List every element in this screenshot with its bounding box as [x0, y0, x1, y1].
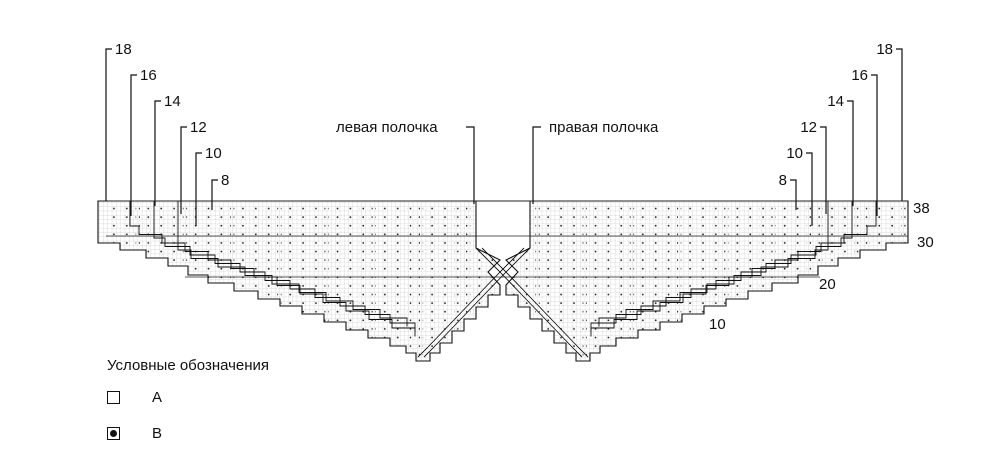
- stitch-b-column: [653, 201, 658, 361]
- size-mark-left: 12: [190, 119, 207, 136]
- stitch-b-column: [159, 201, 164, 361]
- row-number-20: 20: [819, 276, 836, 293]
- stitch-b-column: [277, 201, 282, 361]
- size-mark-right: 18: [876, 41, 893, 58]
- stitch-b-column: [854, 201, 859, 361]
- stitch-b-column: [606, 201, 611, 361]
- stitch-b-column: [371, 201, 376, 361]
- size-mark-left: 18: [115, 41, 132, 58]
- stitch-b-column: [147, 201, 152, 361]
- stitch-b-column: [500, 201, 504, 361]
- stitch-b-column: [230, 201, 235, 361]
- row-number-38: 38: [913, 200, 930, 217]
- stitch-b-column: [747, 201, 753, 361]
- stitch-b-column: [218, 201, 223, 361]
- stitch-b-column: [511, 201, 517, 361]
- row-number-10: 10: [709, 316, 726, 333]
- stitch-b-column: [454, 201, 459, 361]
- stitch-b-column: [795, 201, 800, 361]
- size-mark-right: 12: [800, 119, 817, 136]
- empty-square-icon: [107, 391, 120, 404]
- stitch-b-column: [629, 201, 635, 361]
- stitch-b-column: [877, 201, 882, 361]
- right-front-label: правая полочка: [549, 119, 659, 136]
- stitch-b-column: [466, 201, 471, 361]
- stitch-b-column: [395, 201, 400, 361]
- stitch-b-column: [418, 201, 424, 361]
- stitch-b-column: [265, 201, 270, 361]
- stitch-b-column: [688, 201, 694, 361]
- stitch-b-column: [700, 201, 705, 361]
- size-mark-left: 8: [221, 172, 229, 189]
- stitch-b-column: [570, 201, 576, 361]
- stitch-b-column: [806, 201, 812, 361]
- stitch-b-column: [324, 201, 329, 361]
- stitch-b-column: [641, 201, 646, 361]
- stitch-b-column: [913, 201, 917, 361]
- stitch-b-column: [312, 201, 317, 361]
- size-mark-right: 10: [786, 145, 803, 162]
- stitch-b-column: [241, 201, 247, 361]
- stitch-b-column: [253, 201, 258, 361]
- size-mark-left: 10: [205, 145, 222, 162]
- legend-label-a: A: [152, 389, 163, 406]
- stitch-b-column: [665, 201, 670, 361]
- size-mark-right: 16: [851, 67, 868, 84]
- stitch-b-column: [430, 201, 435, 361]
- legend-item-b: B: [107, 425, 162, 442]
- stitch-b-column: [135, 201, 140, 361]
- stitch-b-column: [112, 201, 117, 361]
- stitch-b-column: [736, 201, 741, 361]
- legend-label-b: B: [152, 425, 163, 442]
- stitch-b-column: [594, 201, 599, 361]
- stitch-b-column: [759, 201, 764, 361]
- size-mark-right: 8: [779, 172, 787, 189]
- stitch-b-column: [348, 201, 353, 361]
- stitch-b-column: [547, 201, 552, 361]
- size-mark-left: 16: [140, 67, 157, 84]
- stitch-b-column: [383, 201, 388, 361]
- stitch-b-column: [336, 201, 341, 361]
- stitch-b-column: [771, 201, 776, 361]
- stitch-b-column: [889, 201, 894, 361]
- size-leaders: [105, 48, 903, 226]
- size-mark-left: 14: [164, 93, 181, 110]
- stitch-b-column: [865, 201, 871, 361]
- size-mark-right: 14: [827, 93, 844, 110]
- stitch-b-column: [677, 201, 682, 361]
- stitch-b-column: [618, 201, 623, 361]
- legend-title: Условные обозначения: [107, 357, 270, 374]
- stitch-b-column: [123, 201, 129, 361]
- dot-square-icon: [107, 427, 120, 440]
- stitch-b-column: [300, 201, 306, 361]
- stitch-b-column: [901, 201, 906, 361]
- stitch-b-column: [724, 201, 729, 361]
- stitch-b-column: [477, 201, 483, 361]
- stitch-b-column: [783, 201, 788, 361]
- stitch-b-column: [289, 201, 294, 361]
- stitch-b-column: [842, 201, 847, 361]
- stitch-b-column: [442, 201, 447, 361]
- front-leaders: [466, 126, 541, 204]
- stitch-b-column: [182, 201, 188, 361]
- stitch-b-column: [535, 201, 540, 361]
- row-number-30: 30: [917, 234, 934, 251]
- stitch-b-column: [559, 201, 564, 361]
- stitch-b-column: [582, 201, 587, 361]
- stitch-b-column: [712, 201, 717, 361]
- stitch-b-column: [194, 201, 199, 361]
- left-front-panel: [97, 200, 507, 362]
- right-front-panel: [499, 200, 917, 362]
- stitch-b-column: [407, 201, 412, 361]
- legend-item-a: A: [107, 389, 162, 406]
- stitch-b-column: [359, 201, 365, 361]
- stitch-b-column: [523, 201, 528, 361]
- row-lines: [106, 200, 908, 278]
- stitch-b-column: [501, 201, 505, 361]
- left-front-label: левая полочка: [336, 119, 438, 136]
- stitch-b-column: [171, 201, 176, 361]
